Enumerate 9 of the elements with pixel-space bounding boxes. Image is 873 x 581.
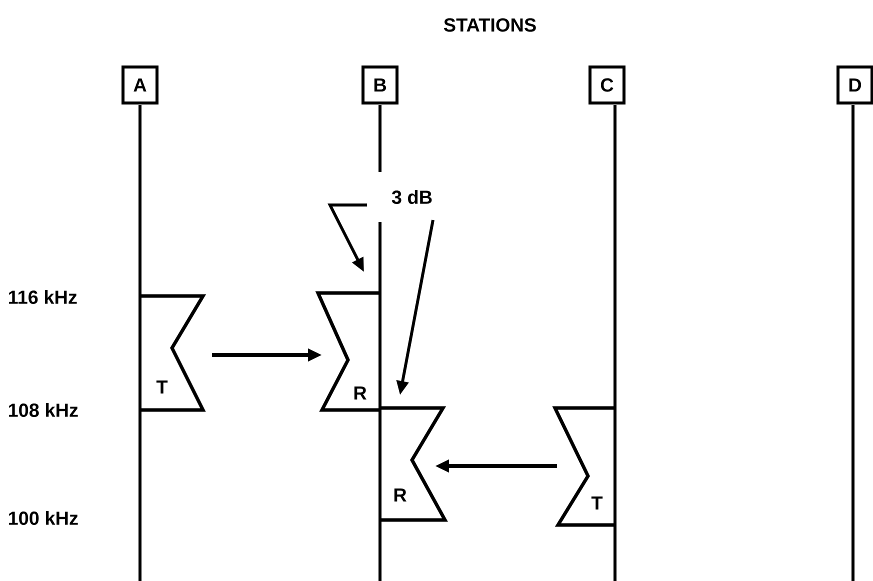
station-box: B: [362, 66, 398, 104]
frequency-label: 100 kHz: [8, 511, 78, 525]
title: STATIONS: [444, 18, 536, 32]
station-box: D: [836, 66, 873, 104]
station-box: C: [588, 66, 626, 104]
station-box: A: [122, 66, 158, 104]
frequency-label: 116 kHz: [8, 290, 77, 304]
annotation-text: 3 dB: [392, 190, 432, 204]
frequency-label: 108 kHz: [8, 403, 78, 417]
